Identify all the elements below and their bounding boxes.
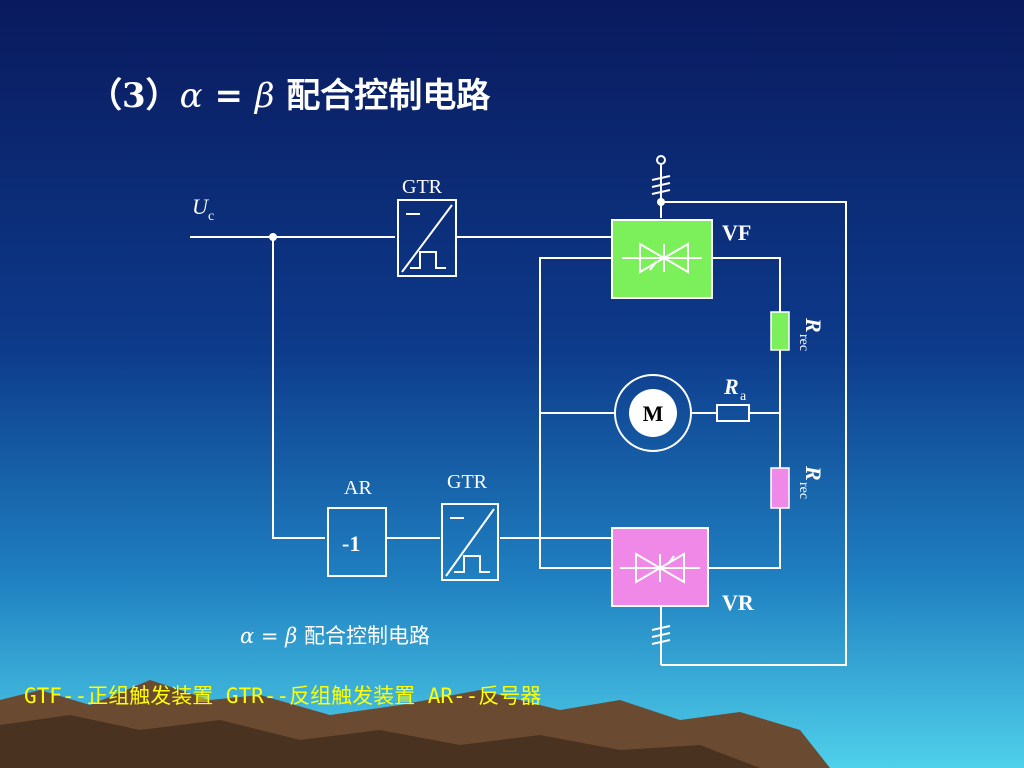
caption-text: 配合控制电路 bbox=[297, 624, 430, 648]
gtr-bottom-label: GTR bbox=[447, 471, 488, 493]
rrec-bottom-label-group: R rec bbox=[796, 465, 826, 499]
junction-dot-supply bbox=[657, 198, 665, 206]
branch-wire bbox=[272, 237, 325, 539]
gtr-top-label: GTR bbox=[402, 176, 443, 198]
ra-sub: a bbox=[740, 389, 747, 404]
title-alpha: α bbox=[179, 76, 203, 116]
page-title: （3）α = β 配合控制电路 bbox=[88, 68, 490, 117]
supply-outer-wire bbox=[661, 201, 847, 666]
caption-alpha: α bbox=[240, 624, 255, 648]
legend-text: GTF--正组触发装置 GTR--反组触发装置 AR--反号器 bbox=[24, 684, 542, 708]
vr-converter bbox=[611, 527, 709, 607]
ar-label: AR bbox=[344, 477, 372, 499]
vf-right-wire bbox=[712, 257, 781, 312]
ar-block-text: -1 bbox=[342, 531, 360, 556]
input-sub: c bbox=[208, 209, 214, 224]
rrec-top-label: R bbox=[801, 317, 826, 333]
title-equals: = bbox=[202, 76, 255, 116]
ra-label: R bbox=[723, 374, 739, 399]
title-suffix: 配合控制电路 bbox=[274, 76, 491, 116]
wires bbox=[190, 165, 847, 666]
vf-converter bbox=[611, 219, 713, 299]
ar-block bbox=[327, 507, 387, 577]
title-beta: β bbox=[254, 76, 275, 116]
junction-dot bbox=[269, 233, 277, 241]
supply-terminal bbox=[656, 155, 666, 165]
motor-outer-ring bbox=[614, 374, 692, 452]
supply-top-ticks bbox=[651, 175, 671, 195]
ra-resistor bbox=[716, 404, 750, 422]
gtr-top-block bbox=[397, 199, 457, 277]
title-prefix: （3） bbox=[88, 76, 180, 116]
vr-label: VR bbox=[722, 590, 755, 615]
rrec-top-label-group: R rec bbox=[796, 317, 826, 351]
rrec-bottom-sub: rec bbox=[796, 482, 811, 499]
diagram-caption: α = β 配合控制电路 bbox=[240, 620, 430, 650]
supply-bottom-ticks bbox=[651, 625, 671, 645]
vr-right-wire bbox=[708, 508, 781, 569]
input-label: U bbox=[192, 194, 210, 219]
caption-equals: = bbox=[254, 624, 286, 648]
motor-icon bbox=[629, 389, 677, 437]
caption-beta: β bbox=[285, 624, 298, 648]
gtr-bottom-block bbox=[441, 503, 499, 581]
rrec-bottom-label: R bbox=[801, 465, 826, 481]
rrec-bottom-resistor bbox=[770, 467, 790, 509]
motor-label: M bbox=[643, 401, 664, 426]
rrec-top-sub: rec bbox=[796, 334, 811, 351]
rrec-top-resistor bbox=[770, 311, 790, 351]
vf-label: VF bbox=[722, 220, 751, 245]
